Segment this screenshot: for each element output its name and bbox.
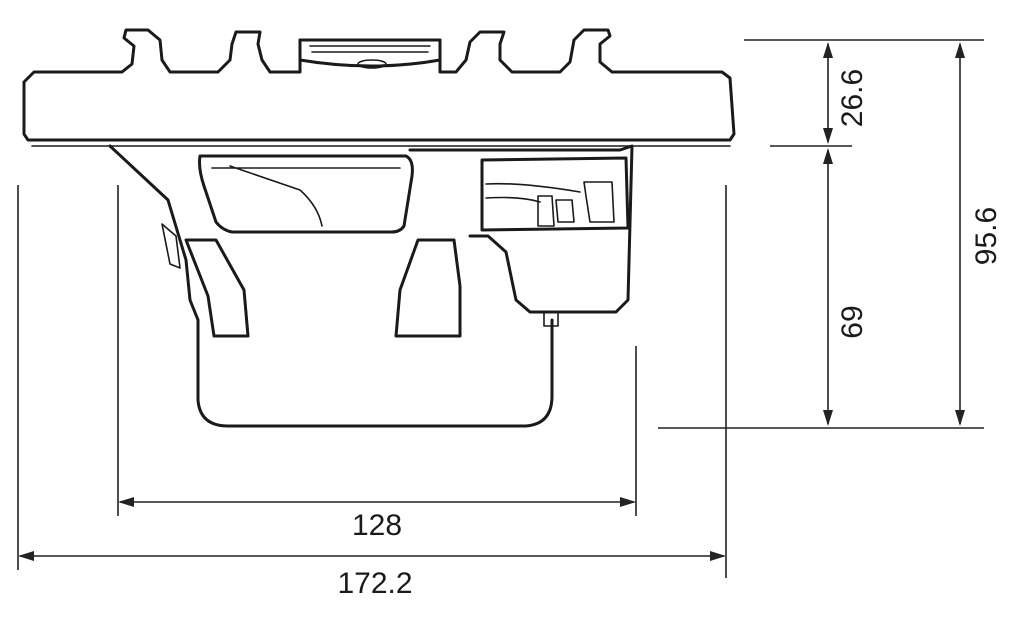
speaker-rim <box>22 28 736 142</box>
basket-leg-center <box>394 238 462 338</box>
dimension-width-inner: 128 <box>118 497 636 542</box>
terminal-block <box>480 156 630 232</box>
dimension-label-depth-bottom: 69 <box>836 305 869 338</box>
terminal-connector <box>583 181 615 223</box>
basket-window <box>198 154 414 234</box>
basket-window-inner <box>211 165 401 227</box>
dimension-label-width-outer: 172.2 <box>337 567 412 600</box>
dimension-label-width-inner: 128 <box>352 509 402 542</box>
extension-lines <box>17 39 984 578</box>
dimension-label-depth-total: 95.6 <box>970 207 1003 265</box>
tweeter-dome <box>357 59 387 69</box>
dimension-width-outer: 172.2 <box>18 551 726 600</box>
tweeter-housing <box>298 38 442 68</box>
basket-leg-left <box>184 238 250 338</box>
dimension-depth-total: 95.6 <box>955 42 1003 426</box>
magnet-can <box>196 318 554 428</box>
dimension-depth-top: 26.6 <box>823 42 869 144</box>
dimension-label-depth-top: 26.6 <box>836 69 869 127</box>
speaker-profile <box>22 28 736 428</box>
basket-strut-left <box>161 223 181 269</box>
terminal-post <box>543 311 559 327</box>
terminal-tab <box>537 195 575 227</box>
basket-leg-right <box>468 234 552 314</box>
basket-frame <box>108 144 634 322</box>
terminal-wires <box>485 182 581 203</box>
dimension-depth-bottom: 69 <box>823 148 869 426</box>
